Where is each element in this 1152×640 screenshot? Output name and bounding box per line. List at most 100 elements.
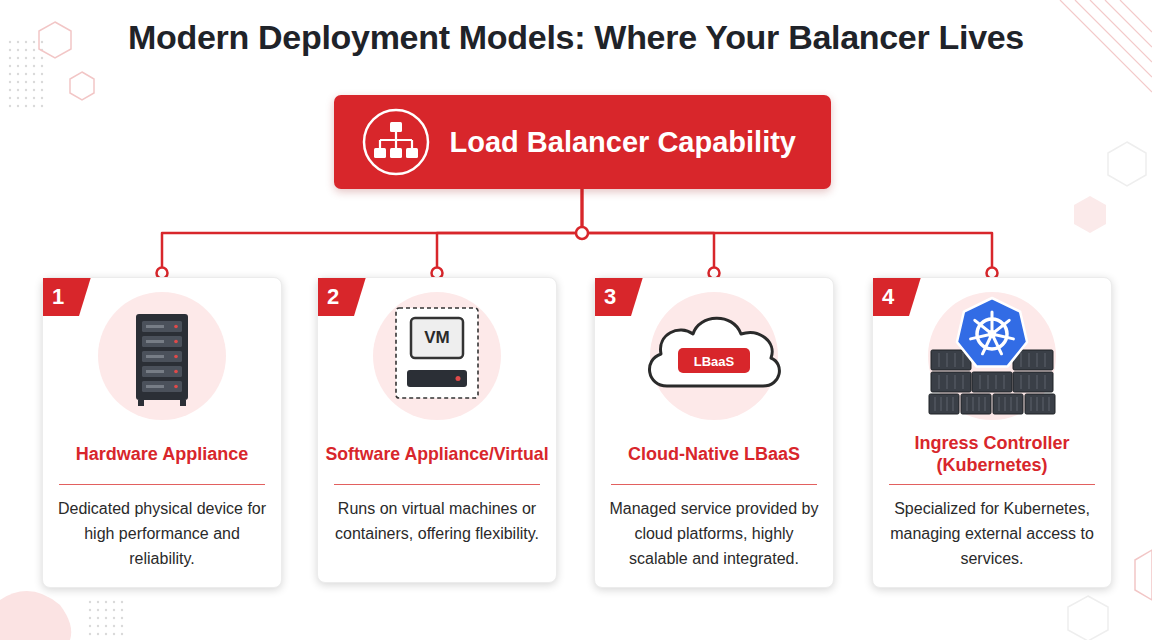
container-rib — [1037, 353, 1038, 367]
cloud-outline — [650, 318, 780, 386]
container-rib — [985, 397, 986, 411]
callout-number: 3 — [604, 284, 616, 310]
container-box — [972, 372, 1012, 392]
heading-divider — [59, 484, 265, 485]
card-heading: Hardware Appliance — [49, 426, 275, 482]
container-rib — [979, 397, 980, 411]
status-led — [174, 340, 178, 344]
card-description: Specialized for Kubernetes, managing ext… — [887, 496, 1097, 571]
tree-node — [390, 148, 402, 158]
heading-divider — [611, 484, 817, 485]
container-rib — [955, 375, 956, 389]
tree-node — [406, 148, 418, 158]
slot-vent — [146, 385, 164, 388]
rack-slot — [142, 336, 182, 347]
dot-grid — [86, 600, 126, 636]
hexagon — [1074, 196, 1106, 233]
container-rib — [1037, 375, 1038, 389]
callout-number: 4 — [882, 284, 894, 310]
slot-vent — [146, 340, 164, 343]
container-rib — [955, 353, 956, 367]
branch-connector — [437, 189, 582, 277]
deployment-card: Hardware ApplianceDedicated physical dev… — [42, 277, 282, 588]
container-rib — [1011, 397, 1012, 411]
container-rib — [953, 397, 954, 411]
container-rib — [963, 353, 964, 367]
container-box — [1013, 372, 1053, 392]
container-rib — [1037, 397, 1038, 411]
heading-divider — [334, 484, 540, 485]
container-box — [931, 372, 971, 392]
card-heading: Ingress Controller (Kubernetes) — [879, 426, 1105, 482]
container-rib — [1021, 375, 1022, 389]
diagonal-lines — [1060, 0, 1152, 92]
tree-node — [374, 148, 386, 158]
diagram-title: Modern Deployment Models: Where Your Bal… — [0, 18, 1152, 57]
rack-slot — [142, 381, 182, 392]
card-heading: Cloud-Native LBaaS — [601, 426, 827, 482]
number-tab — [43, 278, 91, 316]
container-rib — [1004, 375, 1005, 389]
slot-vent — [146, 325, 164, 328]
number-tab — [595, 278, 643, 316]
icon-ring — [364, 110, 428, 174]
deployment-card: Cloud-Native LBaaS Managed service provid… — [594, 277, 834, 588]
capability-title: Load Balancer Capability — [450, 126, 797, 159]
server-rack — [136, 314, 188, 400]
container-rib — [967, 397, 968, 411]
container-rib — [1005, 397, 1006, 411]
card-illustration — [873, 278, 1111, 428]
status-led — [174, 370, 178, 374]
helm-hub — [988, 330, 996, 338]
icon-backdrop — [98, 292, 226, 420]
container-rib — [941, 397, 942, 411]
container-rib — [1017, 397, 1018, 411]
tree-node — [390, 122, 402, 132]
container-rib — [999, 397, 1000, 411]
vm-boundary — [396, 308, 478, 398]
container-rib — [939, 353, 940, 367]
deployment-card: Ingress Controller (Kubernetes) Specializ… — [872, 277, 1112, 588]
kubernetes-logo — [957, 298, 1027, 366]
container-box — [1025, 394, 1055, 414]
hexagon — [39, 22, 71, 58]
container-rib — [996, 375, 997, 389]
card-illustration — [43, 278, 281, 428]
callout-number: 2 — [327, 284, 339, 310]
status-led — [456, 376, 461, 381]
rack-slot — [142, 351, 182, 362]
icon-backdrop — [373, 292, 501, 420]
container-rib — [947, 353, 948, 367]
container-rib — [947, 375, 948, 389]
icon-label: VM — [424, 328, 450, 348]
card-illustration — [318, 278, 556, 428]
container-rib — [939, 375, 940, 389]
tree-lines — [380, 132, 412, 148]
number-tab — [873, 278, 921, 316]
lbaas-badge — [678, 348, 750, 373]
rack-slot — [142, 366, 182, 377]
container-rib — [1021, 353, 1022, 367]
status-led — [174, 325, 178, 329]
container-box — [961, 394, 991, 414]
container-rib — [980, 375, 981, 389]
container-rib — [963, 375, 964, 389]
callout-number: 1 — [52, 284, 64, 310]
container-rib — [1045, 375, 1046, 389]
container-rib — [1029, 375, 1030, 389]
rack-foot — [180, 400, 186, 406]
card-description: Runs on virtual machines or containers, … — [332, 496, 542, 546]
corner-blob — [0, 591, 71, 640]
hexagon — [1108, 142, 1146, 186]
hierarchy-icon — [356, 102, 436, 182]
card-description: Managed service provided by cloud platfo… — [609, 496, 819, 571]
heading-divider — [889, 484, 1095, 485]
rack-foot — [138, 400, 144, 406]
container-rib — [1049, 397, 1050, 411]
container-rib — [947, 397, 948, 411]
container-rib — [973, 397, 974, 411]
deployment-card: Software Appliance/VirtualRuns on virtua… — [317, 277, 557, 583]
host-device — [407, 370, 467, 387]
hexagon — [70, 72, 94, 100]
container-box — [993, 394, 1023, 414]
